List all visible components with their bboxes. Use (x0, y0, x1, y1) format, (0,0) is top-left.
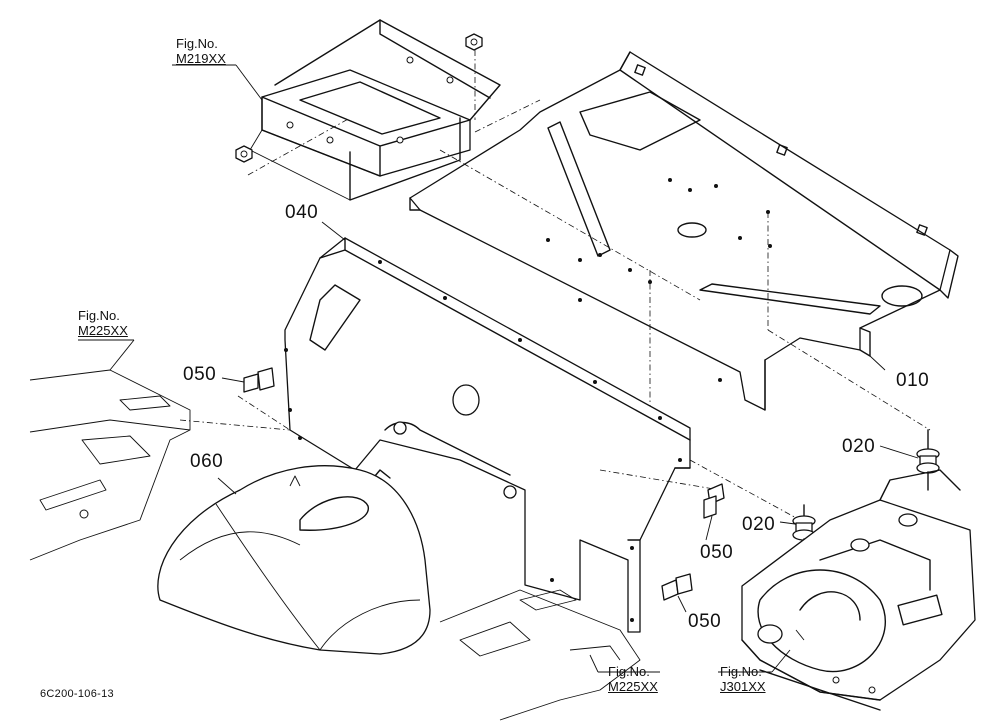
transmission-housing (741, 469, 976, 711)
bolt-050-mid (703, 483, 725, 519)
stud-020-right (916, 429, 940, 491)
part-label-010: 010 (896, 370, 930, 391)
cover-040 (284, 237, 801, 633)
fig-ref-right-prefix: Fig.No. (720, 664, 762, 679)
bolt-050-bottom (661, 573, 693, 601)
part-label-040: 040 (285, 202, 319, 223)
nut-top-right (465, 33, 483, 51)
stud-020-left (792, 504, 816, 553)
drawing-code: 6C200-106-13 (40, 688, 114, 700)
part-label-050-left: 050 (183, 364, 217, 385)
bolt-050-left (237, 367, 291, 431)
fig-ref-top-prefix: Fig.No. (176, 36, 218, 51)
fig-ref-bottom-prefix: Fig.No. (608, 664, 650, 679)
part-label-050-bottom: 050 (688, 611, 722, 632)
part-label-020-right: 020 (842, 436, 876, 457)
fig-ref-right-id: J301XX (720, 679, 766, 694)
fig-ref-left: Fig.No. M225XX (78, 308, 128, 338)
footstep-left (29, 369, 291, 561)
seat-frame-bracket (247, 19, 541, 201)
fig-ref-right: Fig.No. J301XX (720, 664, 766, 694)
part-label-060: 060 (190, 451, 224, 472)
fig-ref-top: Fig.No. M219XX (176, 36, 226, 66)
fig-ref-bottom-id: M225XX (608, 679, 658, 694)
seat-cover-060 (157, 465, 431, 655)
leader-lines (78, 64, 919, 673)
nut-top-left (235, 145, 253, 163)
part-label-020-left: 020 (742, 514, 776, 535)
fig-ref-bottom: Fig.No. M225XX (608, 664, 658, 694)
fig-ref-top-id: M219XX (176, 51, 226, 66)
fig-ref-left-id: M225XX (78, 323, 128, 338)
part-label-050-mid: 050 (700, 542, 734, 563)
plate-010 (409, 51, 959, 431)
footstep-bottom (439, 589, 641, 721)
fig-ref-left-prefix: Fig.No. (78, 308, 120, 323)
